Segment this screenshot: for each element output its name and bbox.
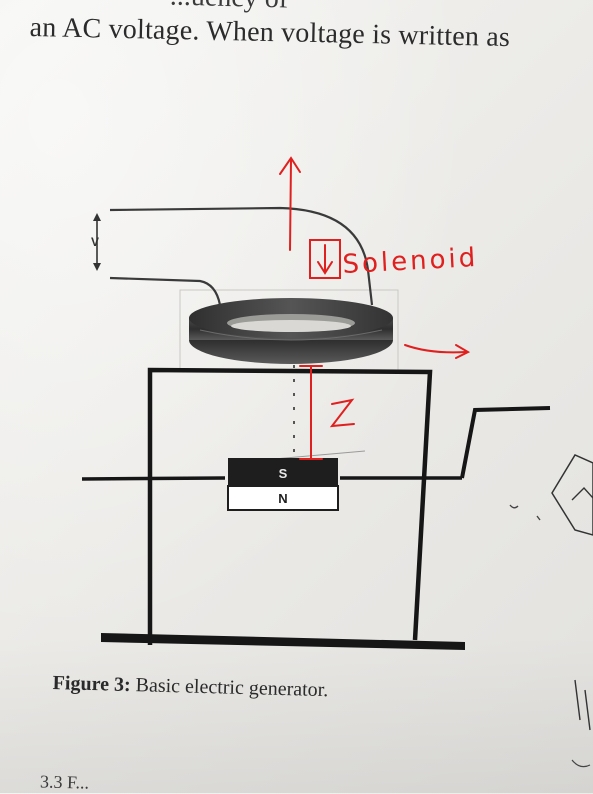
z-height-marker: [299, 365, 323, 460]
z-letter-stroke: [329, 398, 355, 428]
right-arrow-stem: [404, 344, 467, 354]
upward-arrow-head: [279, 156, 301, 175]
upper-wire-lead: [109, 206, 374, 306]
solenoid-coil: [189, 298, 393, 364]
annotation-box: [309, 239, 341, 279]
lower-wire-lead: [109, 276, 222, 306]
generator-frame: [81, 367, 551, 650]
down-arrow-icon: [317, 244, 333, 275]
right-arrow-head: [455, 344, 471, 359]
adjacent-figure-fragment: [509, 454, 593, 768]
upward-arrow-stem: [289, 159, 292, 251]
caption-label: Figure 3:: [52, 672, 131, 697]
handwritten-annotations: [279, 156, 471, 460]
voltage-arrow-icon: [93, 213, 101, 271]
caption-text: Basic electric generator.: [135, 674, 329, 702]
magnet-north-label: N: [278, 491, 287, 506]
solenoid-label: Solenoid: [342, 243, 479, 280]
voltage-label: V: [91, 235, 99, 249]
magnet-south-label: S: [279, 466, 288, 481]
section-heading-stub: 3.3 F...: [39, 771, 90, 793]
bar-magnet: [227, 458, 339, 511]
